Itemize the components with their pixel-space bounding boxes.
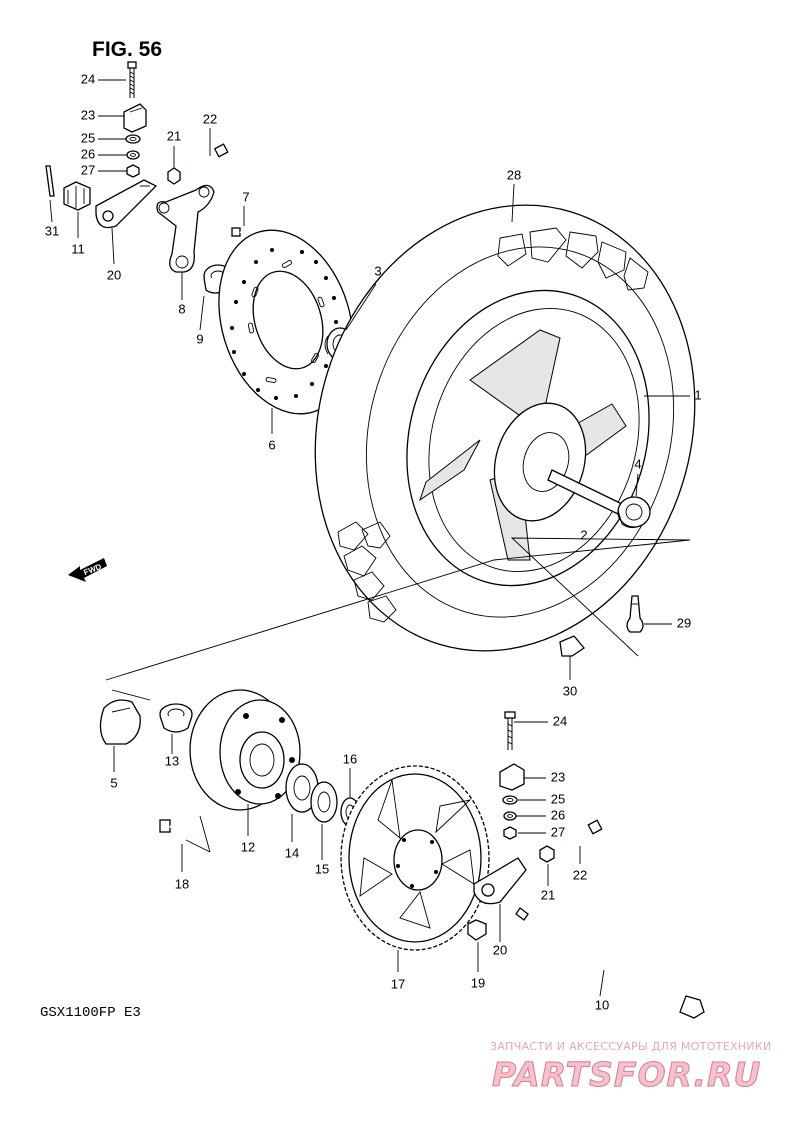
callout-8: 8 [178,301,185,316]
callout-3: 3 [374,263,381,278]
callout-16: 16 [343,751,357,766]
figure-title: FIG. 56 [92,38,162,61]
part-15-bearing [310,781,338,823]
part-26-washer-bottom [503,811,517,821]
callout-26-bottom: 26 [551,807,565,822]
callout-21-bottom: 21 [541,887,555,902]
callout-10: 10 [595,997,609,1012]
part-26-washer-top [126,150,140,160]
part-10-axle [515,907,705,1019]
callout-5: 5 [110,775,117,790]
model-label: GSX1100FP E3 [40,1005,141,1021]
callout-12: 12 [241,839,255,854]
callout-25: 25 [81,130,95,145]
callout-24: 24 [81,71,95,86]
part-24-bolt-bottom [504,711,516,750]
callout-17: 17 [391,976,405,991]
part-30-balance-weight [559,635,585,657]
part-29-tire-valve [626,595,644,633]
callout-15: 15 [315,861,329,876]
part-12-sprocket-mounting-drum [189,689,301,811]
part-1-rim [406,289,650,587]
watermark-logo: PARTSFOR.RU [492,1055,761,1094]
part-22-bolt-top [189,143,229,169]
part-20-torque-link-top [95,179,158,229]
part-31-cotter-pin [45,165,55,197]
part-27-nut-bottom [503,826,517,840]
forward-direction-arrow-icon: FWD [68,558,107,582]
part-25-washer-top [125,134,141,144]
callout-27-bottom: 27 [551,824,565,839]
part-20-torque-link-bottom [473,857,527,905]
watermark-tagline: ЗАПЧАСТИ И АКСЕССУАРЫ ДЛЯ МОТОТЕХНИКИ [490,1040,772,1053]
part-22-bolt-bottom [563,819,603,847]
callout-4: 4 [634,456,641,471]
callout-26: 26 [81,146,95,161]
callout-2: 2 [580,527,587,542]
part-24-bolt-top [127,61,137,98]
part-23-clip-bottom [499,763,525,791]
callout-27: 27 [81,162,95,177]
callout-1: 1 [694,387,701,402]
callout-19: 19 [471,975,485,990]
part-23-clip-top [123,103,147,133]
leader-lines [49,79,690,997]
callout-20-bottom: 20 [493,942,507,957]
fwd-label: FWD [82,562,102,577]
assembly-lines [105,537,691,853]
callout-11: 11 [71,241,85,256]
callout-7: 7 [242,189,249,204]
part-17-rear-sprocket [340,765,490,951]
callout-23: 23 [81,107,95,122]
part-21-nut-top [167,167,181,185]
callout-31: 31 [45,223,59,238]
part-19-nut [467,919,487,941]
callout-14: 14 [285,845,299,860]
part-25-washer-bottom [502,795,518,805]
callout-30: 30 [563,683,577,698]
callout-21: 21 [167,128,181,143]
part-4-bearing-right [617,496,651,529]
callout-22: 22 [203,111,217,126]
callout-18: 18 [175,876,189,891]
callout-20: 20 [107,267,121,282]
part-21-nut-bottom [539,845,555,863]
callout-6: 6 [268,437,275,452]
part-8-caliper-bracket [156,184,215,273]
callout-24-bottom: 24 [553,713,567,728]
part-11-castle-nut [63,181,91,211]
part-5-rubber-cover [99,699,141,745]
callout-22-bottom: 22 [573,867,587,882]
part-6-brake-disc [218,229,354,415]
part-27-nut-top [126,164,140,178]
part-13-collar [159,703,193,733]
callout-13: 13 [165,753,179,768]
callout-29: 29 [677,615,691,630]
callout-9: 9 [196,331,203,346]
callout-23-bottom: 23 [551,769,565,784]
part-18-bolt [159,819,193,840]
callout-25-bottom: 25 [551,791,565,806]
callout-numbers: 24 23 25 26 27 21 22 31 11 20 8 9 7 3 6 … [45,71,702,1012]
watermark: ЗАПЧАСТИ И АКСЕССУАРЫ ДЛЯ МОТОТЕХНИКИ PA… [490,1040,772,1095]
callout-28: 28 [507,167,521,182]
